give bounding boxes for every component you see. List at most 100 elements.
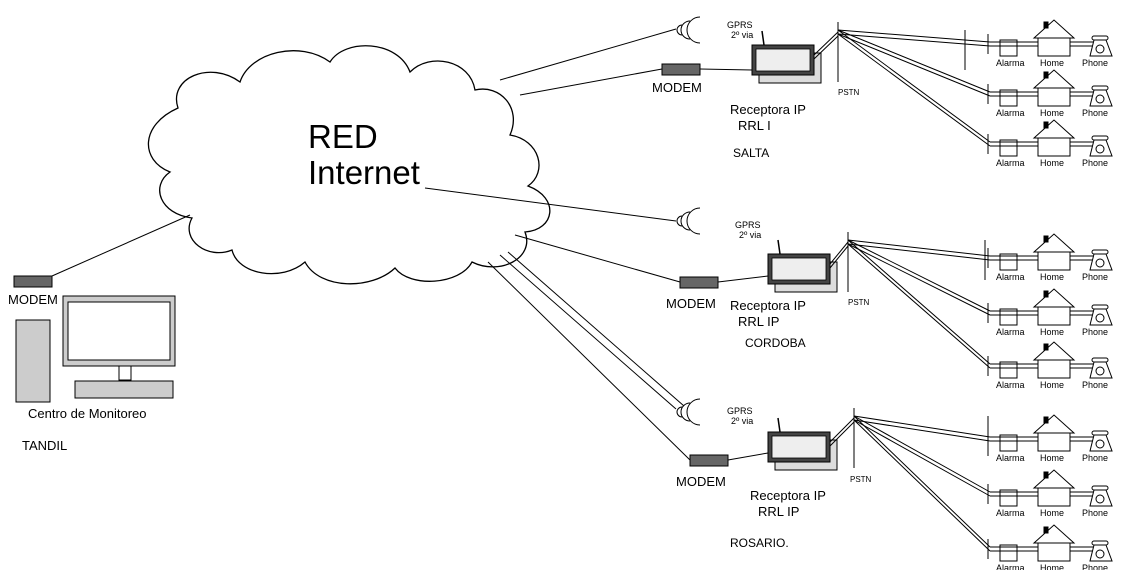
phone-label: Phone — [1082, 453, 1108, 463]
client-row: Alarma Home Phone — [837, 19, 1113, 68]
site-city-label: ROSARIO. — [730, 536, 789, 550]
alarm-label: Alarma — [996, 508, 1025, 518]
phone-icon — [1089, 430, 1113, 452]
alarm-panel-icon — [999, 308, 1018, 326]
home-label: Home — [1040, 58, 1064, 68]
alarm-panel-icon — [999, 139, 1018, 157]
pstn-label: PSTN — [848, 298, 870, 307]
gprs-label: GPRS — [727, 20, 753, 30]
rosario-modem-to-receiver — [727, 452, 769, 461]
home-icon — [1032, 341, 1076, 379]
phone-icon — [1089, 135, 1113, 157]
gprs-label: GPRS — [735, 220, 761, 230]
client-row: Alarma Home Phone — [847, 233, 1113, 282]
gprs-antenna-icon — [676, 398, 701, 426]
home-label: Home — [1040, 158, 1064, 168]
phone-label: Phone — [1082, 508, 1108, 518]
site-modem-label: MODEM — [666, 296, 716, 311]
gprs-via-label: 2º via — [739, 230, 761, 240]
monitoring-center-label: Centro de Monitoreo — [28, 406, 147, 421]
alarm-label: Alarma — [996, 58, 1025, 68]
site-modem — [689, 454, 729, 467]
home-label: Home — [1040, 108, 1064, 118]
alarm-label: Alarma — [996, 272, 1025, 282]
site-city-label: SALTA — [733, 146, 769, 160]
pstn-label: PSTN — [850, 475, 872, 484]
pc-tower — [15, 319, 51, 403]
internet-cloud: RED Internet — [147, 45, 551, 285]
alarm-label: Alarma — [996, 108, 1025, 118]
alarm-panel-icon — [999, 361, 1018, 379]
alarm-label: Alarma — [996, 158, 1025, 168]
cloud-title-line1: RED — [308, 118, 378, 155]
home-label: Home — [1040, 380, 1064, 390]
home-label: Home — [1040, 563, 1064, 570]
home-icon — [1032, 19, 1076, 57]
site-modem-label: MODEM — [676, 474, 726, 489]
home-icon — [1032, 414, 1076, 452]
cordoba-gprs-link — [424, 187, 677, 222]
salta-gprs-link — [499, 28, 677, 81]
cordoba-modem-link — [514, 234, 681, 283]
home-label: Home — [1040, 272, 1064, 282]
alarm-panel-icon — [999, 544, 1018, 562]
pc-screen — [67, 301, 171, 361]
phone-label: Phone — [1082, 108, 1108, 118]
gprs-antenna-icon — [676, 207, 701, 235]
home-icon — [1032, 69, 1076, 107]
site-modem — [679, 276, 719, 289]
home-icon — [1032, 233, 1076, 271]
phone-icon — [1089, 304, 1113, 326]
rosario-gprs-link-a — [499, 254, 677, 410]
phone-label: Phone — [1082, 563, 1108, 570]
gprs-label: GPRS — [727, 406, 753, 416]
alarm-label: Alarma — [996, 327, 1025, 337]
tandil-link — [51, 214, 191, 277]
alarm-panel-icon — [999, 39, 1018, 57]
pstn-label: PSTN — [838, 88, 860, 97]
salta-modem-link — [519, 68, 663, 96]
receiver-device-icon — [767, 417, 838, 471]
home-icon — [1032, 119, 1076, 157]
phone-label: Phone — [1082, 158, 1108, 168]
alarm-label: Alarma — [996, 380, 1025, 390]
receiver-label: Receptora IP — [730, 102, 806, 117]
receiver-model-label: RRL IP — [758, 504, 799, 519]
receiver-model-label: RRL I — [738, 118, 771, 133]
phone-label: Phone — [1082, 380, 1108, 390]
alarm-label: Alarma — [996, 453, 1025, 463]
cloud-shape — [147, 45, 551, 285]
home-label: Home — [1040, 508, 1064, 518]
connection-lines — [51, 28, 769, 461]
tandil-modem — [13, 275, 53, 288]
alarm-panel-icon — [999, 489, 1018, 507]
home-label: Home — [1040, 327, 1064, 337]
home-icon — [1032, 469, 1076, 507]
phone-icon — [1089, 249, 1113, 271]
receiver-device-icon — [751, 30, 822, 84]
cloud-title-line2: Internet — [308, 154, 420, 191]
gprs-via-label: 2º via — [731, 416, 753, 426]
pc-monitor-neck — [118, 365, 132, 381]
receiver-label: Receptora IP — [750, 488, 826, 503]
phone-label: Phone — [1082, 272, 1108, 282]
rosario-modem-link — [487, 261, 691, 461]
phone-icon — [1089, 485, 1113, 507]
phone-label: Phone — [1082, 58, 1108, 68]
gprs-antenna-icon — [676, 16, 701, 44]
client-row: Alarma Home Phone — [853, 414, 1113, 463]
salta-modem-to-receiver — [699, 68, 753, 71]
phone-icon — [1089, 85, 1113, 107]
alarm-panel-icon — [999, 89, 1018, 107]
monitoring-center: MODEM Centro de Monitoreo TANDIL — [8, 275, 176, 453]
site-modem — [661, 63, 701, 76]
home-label: Home — [1040, 453, 1064, 463]
phone-icon — [1089, 540, 1113, 562]
